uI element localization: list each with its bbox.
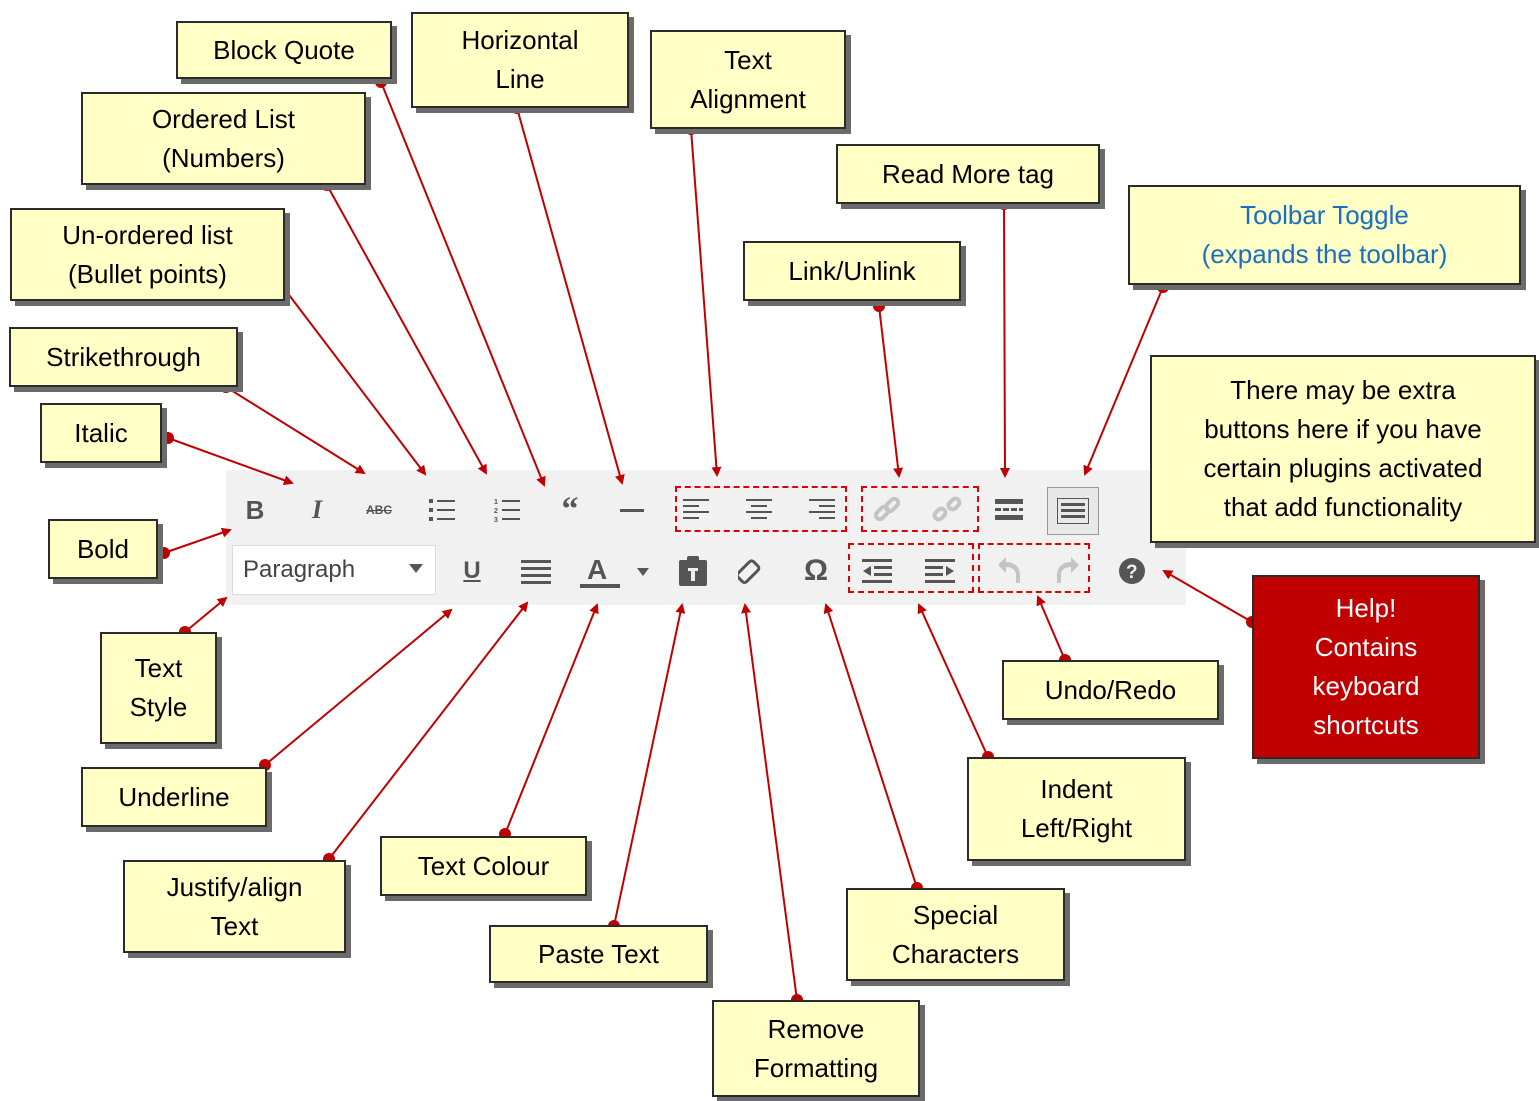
arrow-underline xyxy=(264,608,453,766)
read-more-icon[interactable] xyxy=(994,495,1024,525)
help-icon[interactable]: ? xyxy=(1117,556,1147,586)
arrow-ordered-list xyxy=(326,184,487,475)
chevron-down-icon xyxy=(409,564,423,573)
label-paste-text: Paste Text xyxy=(489,925,708,983)
bold-icon[interactable]: B xyxy=(245,494,265,525)
label-underline: Underline xyxy=(81,767,267,827)
label-block-quote: Block Quote xyxy=(176,21,392,79)
arrow-indent xyxy=(917,603,989,758)
svg-text:3: 3 xyxy=(494,517,498,523)
arrow-justify xyxy=(328,601,529,860)
arrow-text-style xyxy=(184,596,228,633)
svg-text:2: 2 xyxy=(494,508,498,515)
arrow-strikethrough xyxy=(225,386,366,475)
text-color-dropdown-icon[interactable] xyxy=(628,556,658,586)
label-strikethrough: Strikethrough xyxy=(9,327,238,387)
outdent-icon[interactable] xyxy=(862,556,892,586)
redo-icon[interactable] xyxy=(1053,554,1083,584)
label-text-colour: Text Colour xyxy=(380,836,587,896)
svg-text:?: ? xyxy=(1126,562,1138,583)
arrow-unordered-list xyxy=(282,286,427,476)
align-center-icon[interactable] xyxy=(744,495,774,525)
arrow-italic xyxy=(167,437,294,485)
arrow-link xyxy=(878,305,904,478)
arrow-toolbar-toggle xyxy=(1083,286,1164,476)
horizontal-line-icon[interactable] xyxy=(617,495,647,525)
undo-icon[interactable] xyxy=(992,554,1022,584)
arrow-text-alignment xyxy=(690,128,722,477)
label-special-characters: Special Characters xyxy=(846,888,1065,981)
arrow-undo-redo xyxy=(1036,595,1066,661)
label-justify: Justify/align Text xyxy=(123,860,346,953)
arrow-special-chars xyxy=(823,603,918,889)
arrow-remove-formatting xyxy=(741,603,798,1001)
label-remove-formatting: Remove Formatting xyxy=(712,1000,920,1097)
label-undo-redo: Undo/Redo xyxy=(1002,660,1219,720)
paste-text-icon[interactable] xyxy=(678,556,708,586)
label-toolbar-toggle: Toolbar Toggle (expands the toolbar) xyxy=(1128,185,1521,285)
svg-text:1: 1 xyxy=(494,499,498,506)
arrow-text-colour xyxy=(504,603,599,835)
label-help: Help! Contains keyboard shortcuts xyxy=(1252,575,1480,759)
link-group-outline xyxy=(861,486,979,532)
arrow-block-quote xyxy=(380,81,546,487)
alignment-group-outline xyxy=(675,486,847,532)
align-right-icon[interactable] xyxy=(806,495,836,525)
italic-icon[interactable]: I xyxy=(311,495,323,524)
link-icon[interactable] xyxy=(872,495,902,525)
label-unordered-list: Un-ordered list (Bullet points) xyxy=(10,208,285,301)
justify-icon[interactable] xyxy=(521,556,551,586)
label-extra-buttons: There may be extra buttons here if you h… xyxy=(1150,355,1536,543)
block-quote-icon[interactable]: “ xyxy=(561,491,579,528)
arrow-horizontal-line xyxy=(516,107,625,485)
label-italic: Italic xyxy=(40,403,162,463)
label-bold: Bold xyxy=(48,519,158,579)
label-ordered-list: Ordered List (Numbers) xyxy=(81,92,366,185)
text-color-icon[interactable]: A xyxy=(580,553,620,589)
label-link-unlink: Link/Unlink xyxy=(743,241,961,301)
indent-icon[interactable] xyxy=(925,556,955,586)
label-read-more: Read More tag xyxy=(836,144,1100,204)
strikethrough-icon[interactable]: ABC xyxy=(366,503,392,517)
align-left-icon[interactable] xyxy=(682,495,712,525)
bullet-list-icon[interactable] xyxy=(428,495,458,525)
label-text-alignment: Text Alignment xyxy=(650,30,846,129)
unlink-icon[interactable] xyxy=(932,495,962,525)
arrow-read-more xyxy=(999,203,1010,478)
label-indent: Indent Left/Right xyxy=(967,757,1186,861)
arrow-paste-text xyxy=(613,603,686,927)
svg-text:A: A xyxy=(587,554,607,585)
eraser-icon[interactable] xyxy=(738,556,768,586)
indent-group-outline xyxy=(848,543,974,593)
toolbar-toggle-icon[interactable] xyxy=(1047,487,1099,535)
undo-redo-group-outline xyxy=(978,543,1090,593)
label-horizontal-line: Horizontal Line xyxy=(411,12,629,108)
paragraph-select-value: Paragraph xyxy=(243,556,356,583)
omega-icon[interactable]: Ω xyxy=(803,554,829,587)
arrow-help xyxy=(1162,569,1253,623)
label-text-style: Text Style xyxy=(100,632,217,744)
paragraph-format-select[interactable]: Paragraph xyxy=(232,545,436,595)
underline-icon[interactable]: U xyxy=(463,557,481,584)
numbered-list-icon[interactable]: 1 2 3 xyxy=(493,495,523,525)
arrow-bold xyxy=(163,527,232,554)
